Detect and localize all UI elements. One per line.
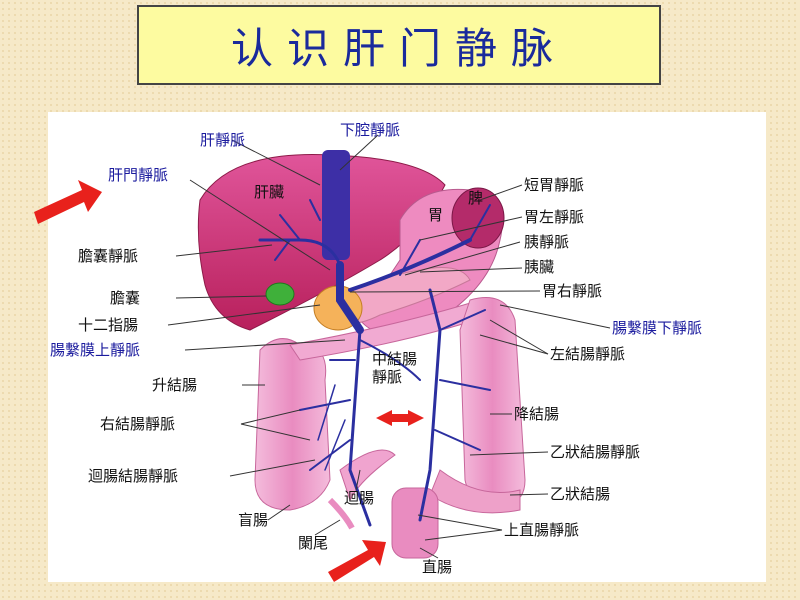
label-right-gastric: 胃右靜脈 (542, 282, 602, 300)
label-ileocolic: 迴腸結腸靜脈 (88, 467, 178, 485)
label-left-colic: 左結腸靜脈 (550, 345, 625, 363)
label-splenic-vein: 胰靜脈 (524, 233, 569, 251)
ivc-shape (322, 150, 350, 260)
arrow-top-left (34, 180, 102, 224)
label-gallbladder: 膽囊 (110, 289, 140, 307)
vein-tree (258, 199, 491, 527)
rectum-shape (391, 487, 439, 559)
label-liver: 肝臟 (254, 183, 284, 201)
spleen-shape (451, 187, 505, 249)
descending-colon-shape (459, 297, 526, 506)
label-duodenum: 十二指腸 (78, 316, 138, 334)
ileum-shape (339, 449, 396, 502)
label-imv: 腸繫膜下靜脈 (612, 319, 702, 337)
label-portal-vein: 肝門靜脈 (108, 166, 168, 184)
label-smv: 腸繫膜上靜脈 (50, 341, 140, 359)
gallbladder-shape (265, 282, 295, 306)
label-left-gastric: 胃左靜脈 (524, 208, 584, 226)
label-right-colic: 右結腸靜脈 (100, 415, 175, 433)
label-cystic-vein: 膽囊靜脈 (78, 247, 138, 265)
label-sigmoid-vein: 乙狀結腸靜脈 (550, 443, 640, 461)
arrow-bottom (328, 540, 386, 582)
label-middle-colic-1: 中結腸 (372, 350, 417, 368)
label-ascending-colon: 升結腸 (152, 376, 197, 394)
label-middle-colic-2: 靜脈 (372, 368, 402, 386)
label-appendix: 闌尾 (298, 534, 328, 552)
sigmoid-colon-shape (429, 469, 521, 514)
label-ivc: 下腔靜脈 (340, 121, 400, 139)
title-box: 认识肝门静脉 (137, 5, 661, 85)
label-spleen: 脾 (468, 189, 483, 207)
label-ileum: 迴腸 (344, 489, 374, 507)
label-superior-rectal: 上直腸靜脈 (504, 521, 579, 539)
appendix-shape (327, 497, 355, 530)
colon-shape (254, 338, 331, 511)
diagram-labels: 肝靜脈 下腔靜脈 肝門靜脈 肝臟 胃 脾 短胃靜脈 胃左靜脈 胰靜脈 胰臟 胃右… (50, 121, 702, 576)
label-short-gastric: 短胃靜脈 (524, 176, 584, 194)
label-rectum: 直腸 (422, 558, 452, 576)
label-cecum: 盲腸 (238, 511, 268, 529)
label-sigmoid-colon: 乙狀結腸 (550, 485, 610, 503)
label-hepatic-vein: 肝靜脈 (200, 131, 245, 149)
double-arrow (376, 410, 424, 426)
leader-lines (167, 134, 611, 559)
label-pancreas: 胰臟 (524, 258, 554, 276)
label-descending-colon: 降結腸 (514, 405, 559, 423)
slide-title: 认识肝门静脉 (230, 23, 567, 73)
label-stomach: 胃 (428, 206, 443, 224)
liver-shape (197, 154, 446, 331)
